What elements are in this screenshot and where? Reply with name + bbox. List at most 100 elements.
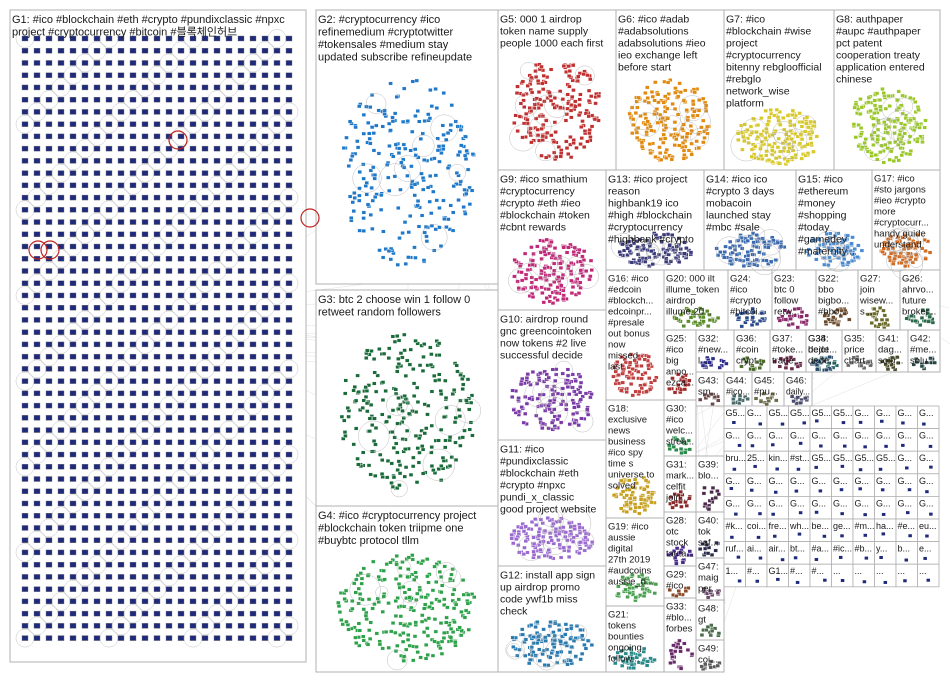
node bbox=[696, 108, 702, 113]
node bbox=[45, 341, 53, 348]
node bbox=[431, 189, 436, 194]
node bbox=[592, 117, 598, 122]
node bbox=[141, 476, 149, 482]
node bbox=[856, 123, 861, 127]
node bbox=[676, 260, 682, 264]
node-loop bbox=[514, 94, 538, 117]
node bbox=[177, 48, 185, 54]
node bbox=[555, 391, 561, 396]
node bbox=[57, 280, 65, 286]
node bbox=[249, 194, 257, 201]
node bbox=[165, 598, 173, 605]
node bbox=[563, 641, 569, 645]
node bbox=[93, 219, 101, 225]
node bbox=[153, 366, 161, 372]
node bbox=[678, 500, 683, 505]
node bbox=[165, 243, 173, 250]
node bbox=[285, 598, 293, 605]
node bbox=[153, 427, 161, 433]
node bbox=[380, 398, 386, 402]
node bbox=[724, 361, 729, 366]
node bbox=[153, 635, 161, 641]
node bbox=[548, 655, 553, 660]
node-loop bbox=[661, 240, 681, 260]
node bbox=[363, 394, 369, 399]
node bbox=[237, 48, 245, 54]
node bbox=[544, 130, 550, 135]
node bbox=[583, 391, 589, 396]
node bbox=[445, 165, 451, 170]
node bbox=[57, 500, 65, 507]
node bbox=[579, 633, 585, 638]
node bbox=[213, 525, 221, 531]
node bbox=[33, 72, 41, 78]
node bbox=[918, 134, 923, 139]
node bbox=[425, 626, 430, 631]
node bbox=[551, 261, 557, 266]
node bbox=[735, 131, 741, 136]
node bbox=[585, 73, 590, 78]
node bbox=[21, 133, 29, 140]
node bbox=[642, 591, 647, 595]
node bbox=[57, 219, 65, 225]
node bbox=[557, 628, 562, 633]
node-loop bbox=[871, 123, 892, 145]
node bbox=[273, 464, 281, 470]
node bbox=[435, 148, 441, 153]
node bbox=[273, 476, 281, 482]
node bbox=[580, 273, 586, 278]
node bbox=[510, 635, 516, 640]
node bbox=[141, 317, 149, 323]
node bbox=[165, 574, 173, 580]
node bbox=[129, 378, 137, 384]
node-loop bbox=[279, 274, 299, 293]
node bbox=[451, 184, 456, 189]
node bbox=[346, 414, 351, 419]
node bbox=[687, 447, 692, 452]
node bbox=[93, 353, 101, 360]
node bbox=[404, 647, 409, 652]
node bbox=[699, 125, 704, 130]
node bbox=[273, 451, 281, 458]
node-loop bbox=[896, 97, 914, 115]
node bbox=[887, 255, 892, 260]
node bbox=[449, 572, 454, 577]
node bbox=[643, 580, 649, 585]
node bbox=[344, 619, 349, 624]
node bbox=[872, 111, 877, 116]
node bbox=[795, 325, 800, 330]
node bbox=[869, 151, 874, 155]
node bbox=[623, 651, 629, 656]
node bbox=[21, 48, 29, 54]
node bbox=[846, 363, 851, 368]
node bbox=[141, 109, 149, 115]
node bbox=[580, 119, 585, 124]
node bbox=[634, 135, 640, 140]
node bbox=[550, 367, 556, 372]
node bbox=[572, 245, 578, 250]
node bbox=[805, 151, 811, 156]
node bbox=[381, 229, 386, 234]
node bbox=[400, 119, 406, 124]
node bbox=[577, 551, 582, 556]
node bbox=[117, 623, 125, 629]
node bbox=[153, 415, 161, 421]
node bbox=[707, 318, 713, 323]
node bbox=[885, 367, 891, 372]
node bbox=[663, 125, 669, 130]
node bbox=[442, 630, 447, 635]
node bbox=[627, 646, 633, 651]
node bbox=[213, 305, 221, 311]
node bbox=[93, 109, 101, 115]
node bbox=[213, 170, 221, 176]
node bbox=[93, 574, 101, 580]
node bbox=[351, 388, 356, 393]
node bbox=[93, 439, 101, 446]
node bbox=[81, 84, 89, 91]
node bbox=[249, 133, 257, 140]
node bbox=[436, 144, 442, 149]
node bbox=[519, 405, 525, 410]
node bbox=[45, 635, 53, 641]
node bbox=[33, 170, 41, 176]
node bbox=[177, 182, 185, 189]
